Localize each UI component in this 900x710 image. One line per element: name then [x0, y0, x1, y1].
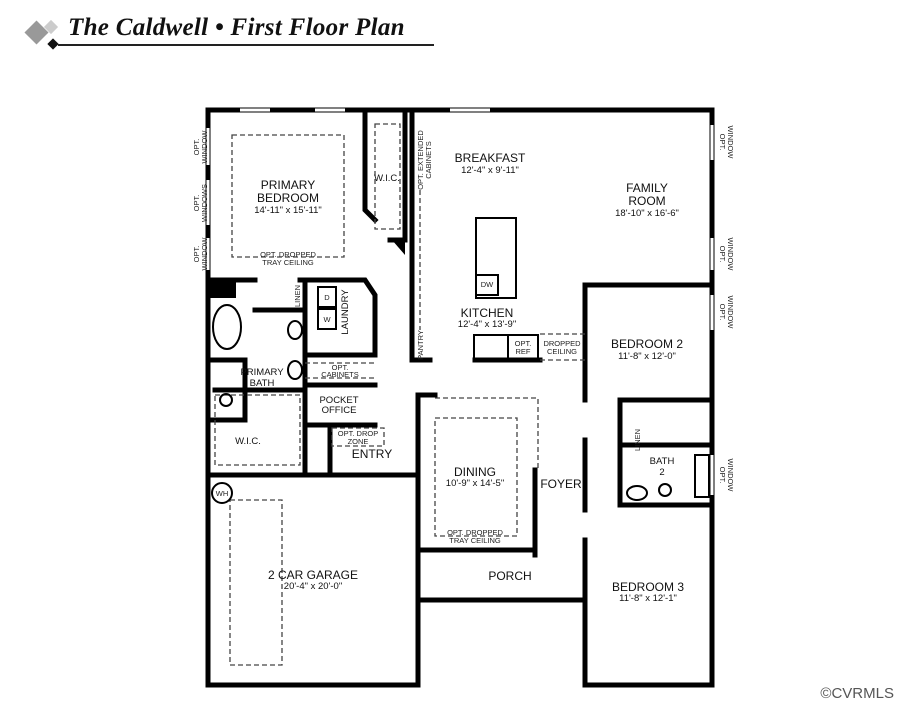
- svg-text:WINDOW: WINDOW: [726, 459, 735, 493]
- room-label: W.I.C.: [374, 173, 400, 184]
- exterior-walls: [205, 107, 715, 688]
- room-label: BEDROOM: [257, 191, 319, 205]
- svg-text:WINDOW: WINDOW: [200, 237, 209, 271]
- room-label: PRIMARY: [261, 178, 315, 192]
- note: OPT. EXTENDED: [416, 130, 425, 190]
- room-label: KITCHEN: [461, 306, 514, 320]
- svg-text:OPT.: OPT.: [718, 304, 727, 321]
- room-label: W.I.C.: [235, 436, 261, 447]
- note: CABINETS: [321, 370, 359, 379]
- room-label: ENTRY: [352, 447, 392, 461]
- room-label: BREAKFAST: [455, 151, 526, 165]
- room-label: POCKET: [319, 395, 358, 406]
- room-label: OFFICE: [322, 405, 357, 416]
- svg-text:WINDOW: WINDOW: [726, 126, 735, 160]
- note: CABINETS: [424, 141, 433, 179]
- note: CEILING: [547, 347, 577, 356]
- note: OPT. DROP: [338, 429, 378, 438]
- note: DROPPED: [543, 339, 581, 348]
- svg-text:WINDOW: WINDOW: [726, 238, 735, 272]
- room-label: FOYER: [540, 477, 582, 491]
- room-label: 2: [659, 467, 664, 478]
- watermark: ©CVRMLS: [820, 685, 894, 702]
- dashed-outlines: [214, 123, 585, 666]
- pantry-label: PANTRY: [416, 330, 425, 360]
- room-dimension: 12'-4" x 9'-11": [461, 165, 519, 176]
- interior-walls: [205, 107, 715, 603]
- room-dimension: 11'-8" x 12'-0": [618, 351, 676, 362]
- room-label: PRIMARY: [240, 367, 284, 378]
- room-label: BEDROOM 2: [611, 337, 683, 351]
- svg-text:WINDOW: WINDOW: [200, 130, 209, 164]
- room-label: BATH: [250, 378, 275, 389]
- room-dimension: 11'-8" x 12'-1": [619, 593, 677, 604]
- water-heater-label: WH: [216, 489, 229, 498]
- title-underline: [58, 44, 434, 46]
- room-dimension: 14'-11" x 15'-11": [254, 205, 322, 216]
- room-label: ROOM: [628, 194, 665, 208]
- note: TRAY CEILING: [262, 258, 314, 267]
- note: REF: [516, 347, 531, 356]
- room-dimension: 12'-4" x 13'-9": [458, 319, 516, 330]
- note: OPT.: [515, 339, 532, 348]
- svg-text:OPT.: OPT.: [718, 467, 727, 484]
- svg-text:OPT.: OPT.: [192, 139, 201, 156]
- svg-text:WINDOW: WINDOW: [726, 296, 735, 330]
- room-label: PORCH: [488, 569, 531, 583]
- room-label: DINING: [454, 465, 496, 479]
- room-dimension: 10'-9" x 14'-5": [446, 478, 504, 489]
- svg-text:OPT.: OPT.: [718, 134, 727, 151]
- note: OPT.: [332, 363, 349, 372]
- room-label: FAMILY: [626, 181, 668, 195]
- note: ZONE: [348, 437, 369, 446]
- room-label: LAUNDRY: [340, 289, 351, 335]
- svg-text:WINDOWS: WINDOWS: [200, 184, 209, 222]
- room-label: BATH: [650, 456, 675, 467]
- note: TRAY CEILING: [449, 536, 501, 545]
- note: OPT. DROPPED: [260, 250, 316, 259]
- room-label: 2 CAR GARAGE: [268, 568, 358, 582]
- svg-text:OPT.: OPT.: [192, 195, 201, 212]
- fixtures: [208, 217, 710, 504]
- note: OPT. DROPPED: [447, 528, 503, 537]
- linen-label: LINEN: [633, 429, 642, 451]
- window-labels: OPT. WINDOW OPT. WINDOWS OPT. WINDOW OPT…: [192, 126, 735, 493]
- dryer-label: D: [324, 293, 330, 302]
- dishwasher-label: DW: [481, 280, 494, 289]
- room-label: BEDROOM 3: [612, 580, 684, 594]
- linen-label: LINEN: [293, 285, 302, 307]
- svg-text:OPT.: OPT.: [718, 246, 727, 263]
- svg-text:OPT.: OPT.: [192, 246, 201, 263]
- page-title: The Caldwell • First Floor Plan: [68, 14, 405, 41]
- room-dimension: 18'-10" x 16'-6": [615, 208, 679, 219]
- room-dimension: 20'-4" x 20'-0": [284, 581, 342, 592]
- washer-label: W: [323, 315, 331, 324]
